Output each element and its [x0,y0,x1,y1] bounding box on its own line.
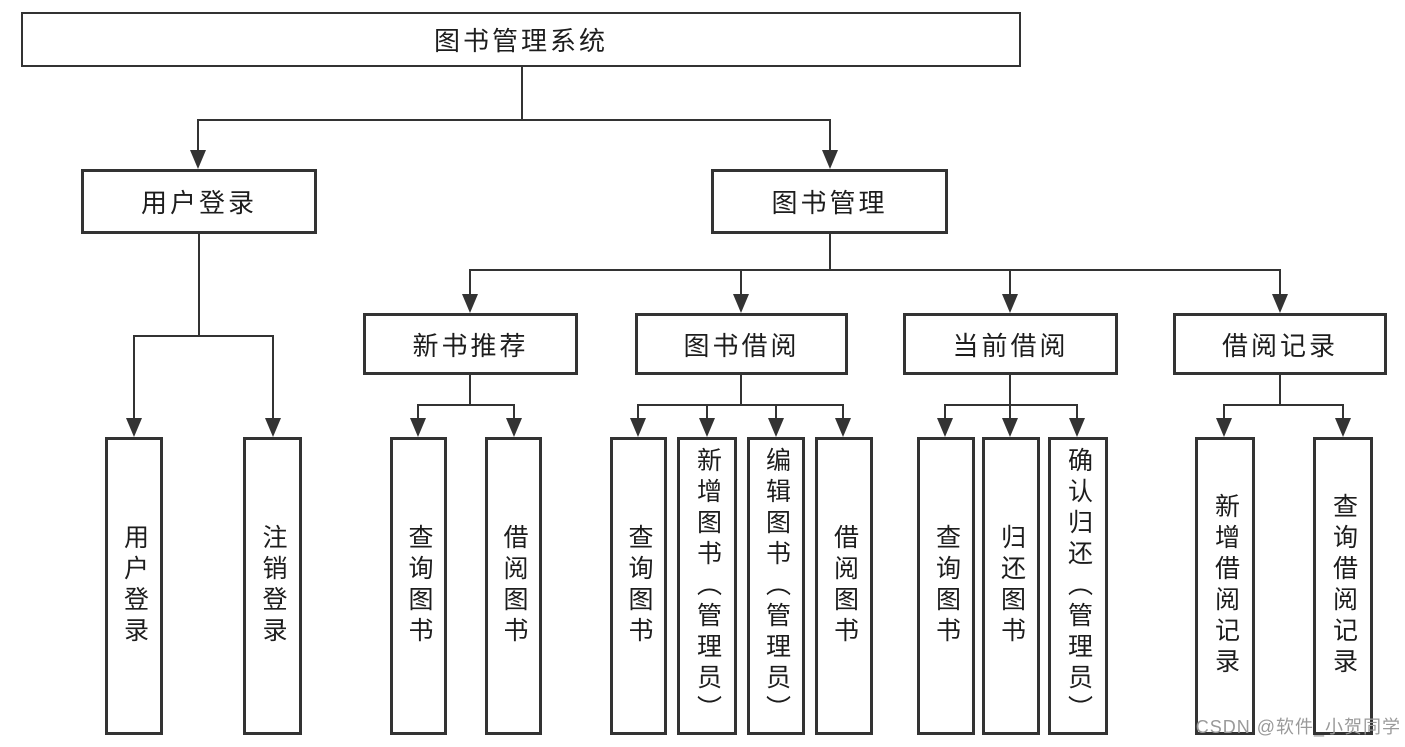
connector-line-v [829,234,831,271]
arrowhead-down [265,418,281,437]
arrowhead-down [733,294,749,313]
node-leaf-borrow-books: 借阅图书 [815,437,873,735]
node-leaf-label: 借阅图书 [830,524,859,648]
connector-line-v [469,375,471,406]
connector-line-v [1009,404,1011,420]
connector-line-v [469,269,471,296]
node-leaf-logout: 注销登录 [243,437,302,735]
connector-line-h [638,404,844,406]
node-leaf-label: 归还图书 [997,524,1026,648]
node-leaf-query-books-borrow: 查询图书 [610,437,667,735]
node-leaf-confirm-return-admin: 确认归还（管理员） [1048,437,1108,735]
connector-line-v [706,404,708,420]
node-leaf-query-books-recommend: 查询图书 [390,437,447,735]
connector-line-v [197,119,199,152]
connector-line-v [740,269,742,296]
connector-line-v [1279,375,1281,406]
arrowhead-down [190,150,206,169]
node-leaf-query-borrow-record: 查询借阅记录 [1313,437,1373,735]
node-leaf-add-borrow-record: 新增借阅记录 [1195,437,1255,735]
arrowhead-down [937,418,953,437]
connector-line-v [1279,269,1281,296]
arrowhead-down [768,418,784,437]
node-root-label: 图书管理系统 [433,26,608,56]
arrowhead-down [835,418,851,437]
node-leaf-label: 借阅图书 [500,524,528,648]
connector-line-v [513,404,515,420]
arrowhead-down [1216,418,1232,437]
node-leaf-label: 确认归还（管理员） [1064,446,1093,726]
node-leaf-label: 查询借阅记录 [1329,493,1358,679]
arrowhead-down [410,418,426,437]
arrowhead-down [630,418,646,437]
arrowhead-down [1335,418,1351,437]
connector-line-v [1009,375,1011,406]
watermark: CSDN @软件_小贺同学 [1195,717,1401,737]
node-book-management-label: 图书管理 [771,188,888,218]
node-leaf-edit-books-admin: 编辑图书（管理员） [747,437,805,735]
arrowhead-down [462,294,478,313]
node-new-book-recommend: 新书推荐 [363,313,578,375]
connector-line-v [637,404,639,420]
connector-line-v [198,234,200,337]
connector-line-v [829,119,831,152]
connector-line-v [842,404,844,420]
connector-line-h [1224,404,1344,406]
arrowhead-down [1272,294,1288,313]
node-book-management: 图书管理 [711,169,948,234]
arrowhead-down [1002,294,1018,313]
connector-line-h [418,404,514,406]
node-root: 图书管理系统 [21,12,1021,67]
connector-line-v [521,67,523,120]
connector-line-v [133,335,135,419]
node-current-borrowing-label: 当前借阅 [952,330,1069,361]
connector-line-h [134,335,274,337]
arrowhead-down [699,418,715,437]
connector-line-v [1076,404,1078,420]
node-current-borrowing: 当前借阅 [903,313,1118,375]
node-leaf-borrow-books-recommend: 借阅图书 [485,437,542,735]
connector-line-v [775,404,777,420]
node-leaf-label: 编辑图书（管理员） [762,446,791,726]
node-leaf-label: 查询图书 [405,524,433,648]
node-user-login: 用户登录 [81,169,317,234]
node-leaf-user-login: 用户登录 [105,437,163,735]
arrowhead-down [126,418,142,437]
node-leaf-label: 注销登录 [259,524,287,648]
connector-line-v [272,335,274,419]
arrowhead-down [822,150,838,169]
node-borrowing-records-label: 借阅记录 [1221,330,1338,361]
node-new-book-recommend-label: 新书推荐 [412,330,529,361]
arrowhead-down [1002,418,1018,437]
node-leaf-query-books-current: 查询图书 [917,437,975,735]
node-book-borrowing: 图书借阅 [635,313,848,375]
node-leaf-label: 新增借阅记录 [1211,493,1240,679]
connector-line-v [1342,404,1344,420]
node-borrowing-records: 借阅记录 [1173,313,1387,375]
connector-line-h [945,404,1078,406]
node-user-login-label: 用户登录 [140,188,257,218]
connector-line-h [470,269,1281,271]
connector-line-v [740,375,742,406]
connector-line-v [1223,404,1225,420]
node-leaf-label: 新增图书（管理员） [693,446,722,726]
connector-line-h [198,119,831,121]
arrowhead-down [1069,418,1085,437]
connector-line-v [417,404,419,420]
arrowhead-down [506,418,522,437]
node-leaf-return-books: 归还图书 [982,437,1040,735]
node-leaf-label: 查询图书 [625,524,653,648]
node-leaf-label: 查询图书 [932,524,961,648]
connector-line-v [944,404,946,420]
connector-line-v [1009,269,1011,296]
node-book-borrowing-label: 图书借阅 [683,330,800,361]
node-leaf-add-books-admin: 新增图书（管理员） [677,437,737,735]
node-leaf-label: 用户登录 [120,524,149,648]
